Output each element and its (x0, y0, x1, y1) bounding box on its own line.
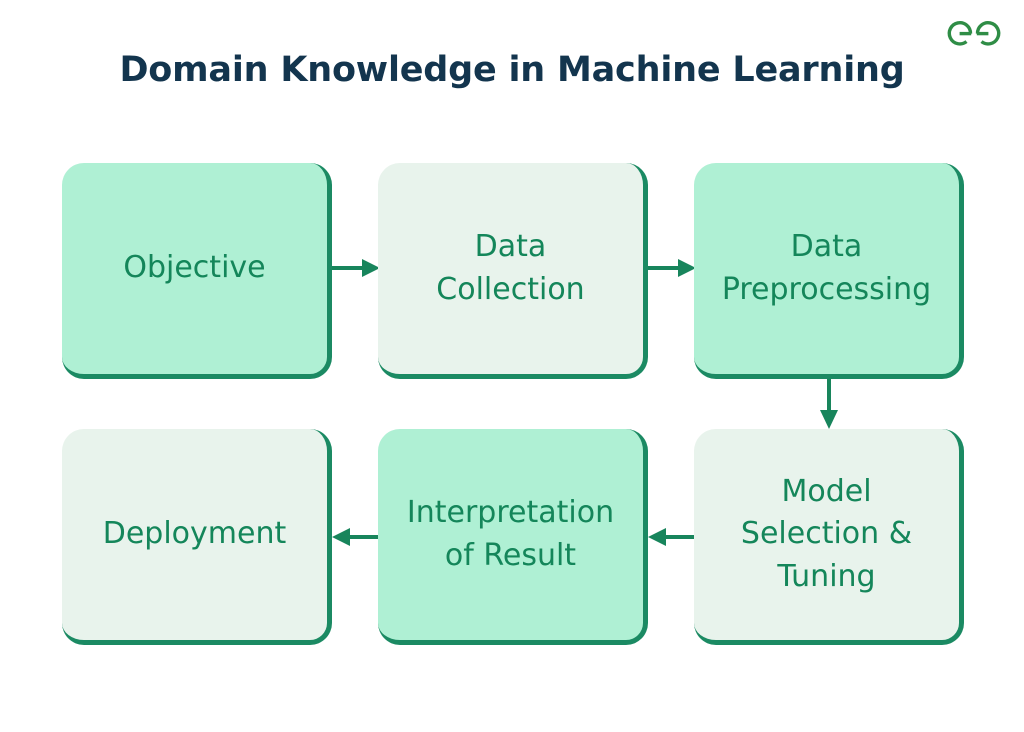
flow-box-data-preprocessing[interactable]: Data Preprocessing (694, 163, 964, 379)
geeksforgeeks-logo (946, 16, 1002, 50)
flow-box-objective-label: Objective (123, 250, 266, 286)
flow-box-interpretation-of-result-label: Interpretation of Result (406, 494, 615, 573)
flow-box-data-collection-label: Data Collection (436, 228, 585, 307)
arrow-data-preprocessing-to-model-selection (818, 379, 840, 429)
arrow-model-selection-to-interpretation (648, 526, 696, 548)
flow-box-deployment[interactable]: Deployment (62, 429, 332, 645)
flow-box-data-collection[interactable]: Data Collection (378, 163, 648, 379)
page-title: Domain Knowledge in Machine Learning (119, 50, 905, 90)
flow-box-objective[interactable]: Objective (62, 163, 332, 379)
flow-box-deployment-label: Deployment (102, 516, 287, 552)
arrow-objective-to-data-collection (332, 257, 380, 279)
flow-box-interpretation-of-result[interactable]: Interpretation of Result (378, 429, 648, 645)
flow-box-model-selection-and-tuning-label: Model Selection & Tuning (740, 473, 913, 594)
flow-box-model-selection-and-tuning[interactable]: Model Selection & Tuning (694, 429, 964, 645)
flow-box-data-preprocessing-label: Data Preprocessing (721, 228, 932, 307)
arrow-data-collection-to-data-preprocessing (648, 257, 696, 279)
arrow-interpretation-to-deployment (332, 526, 380, 548)
